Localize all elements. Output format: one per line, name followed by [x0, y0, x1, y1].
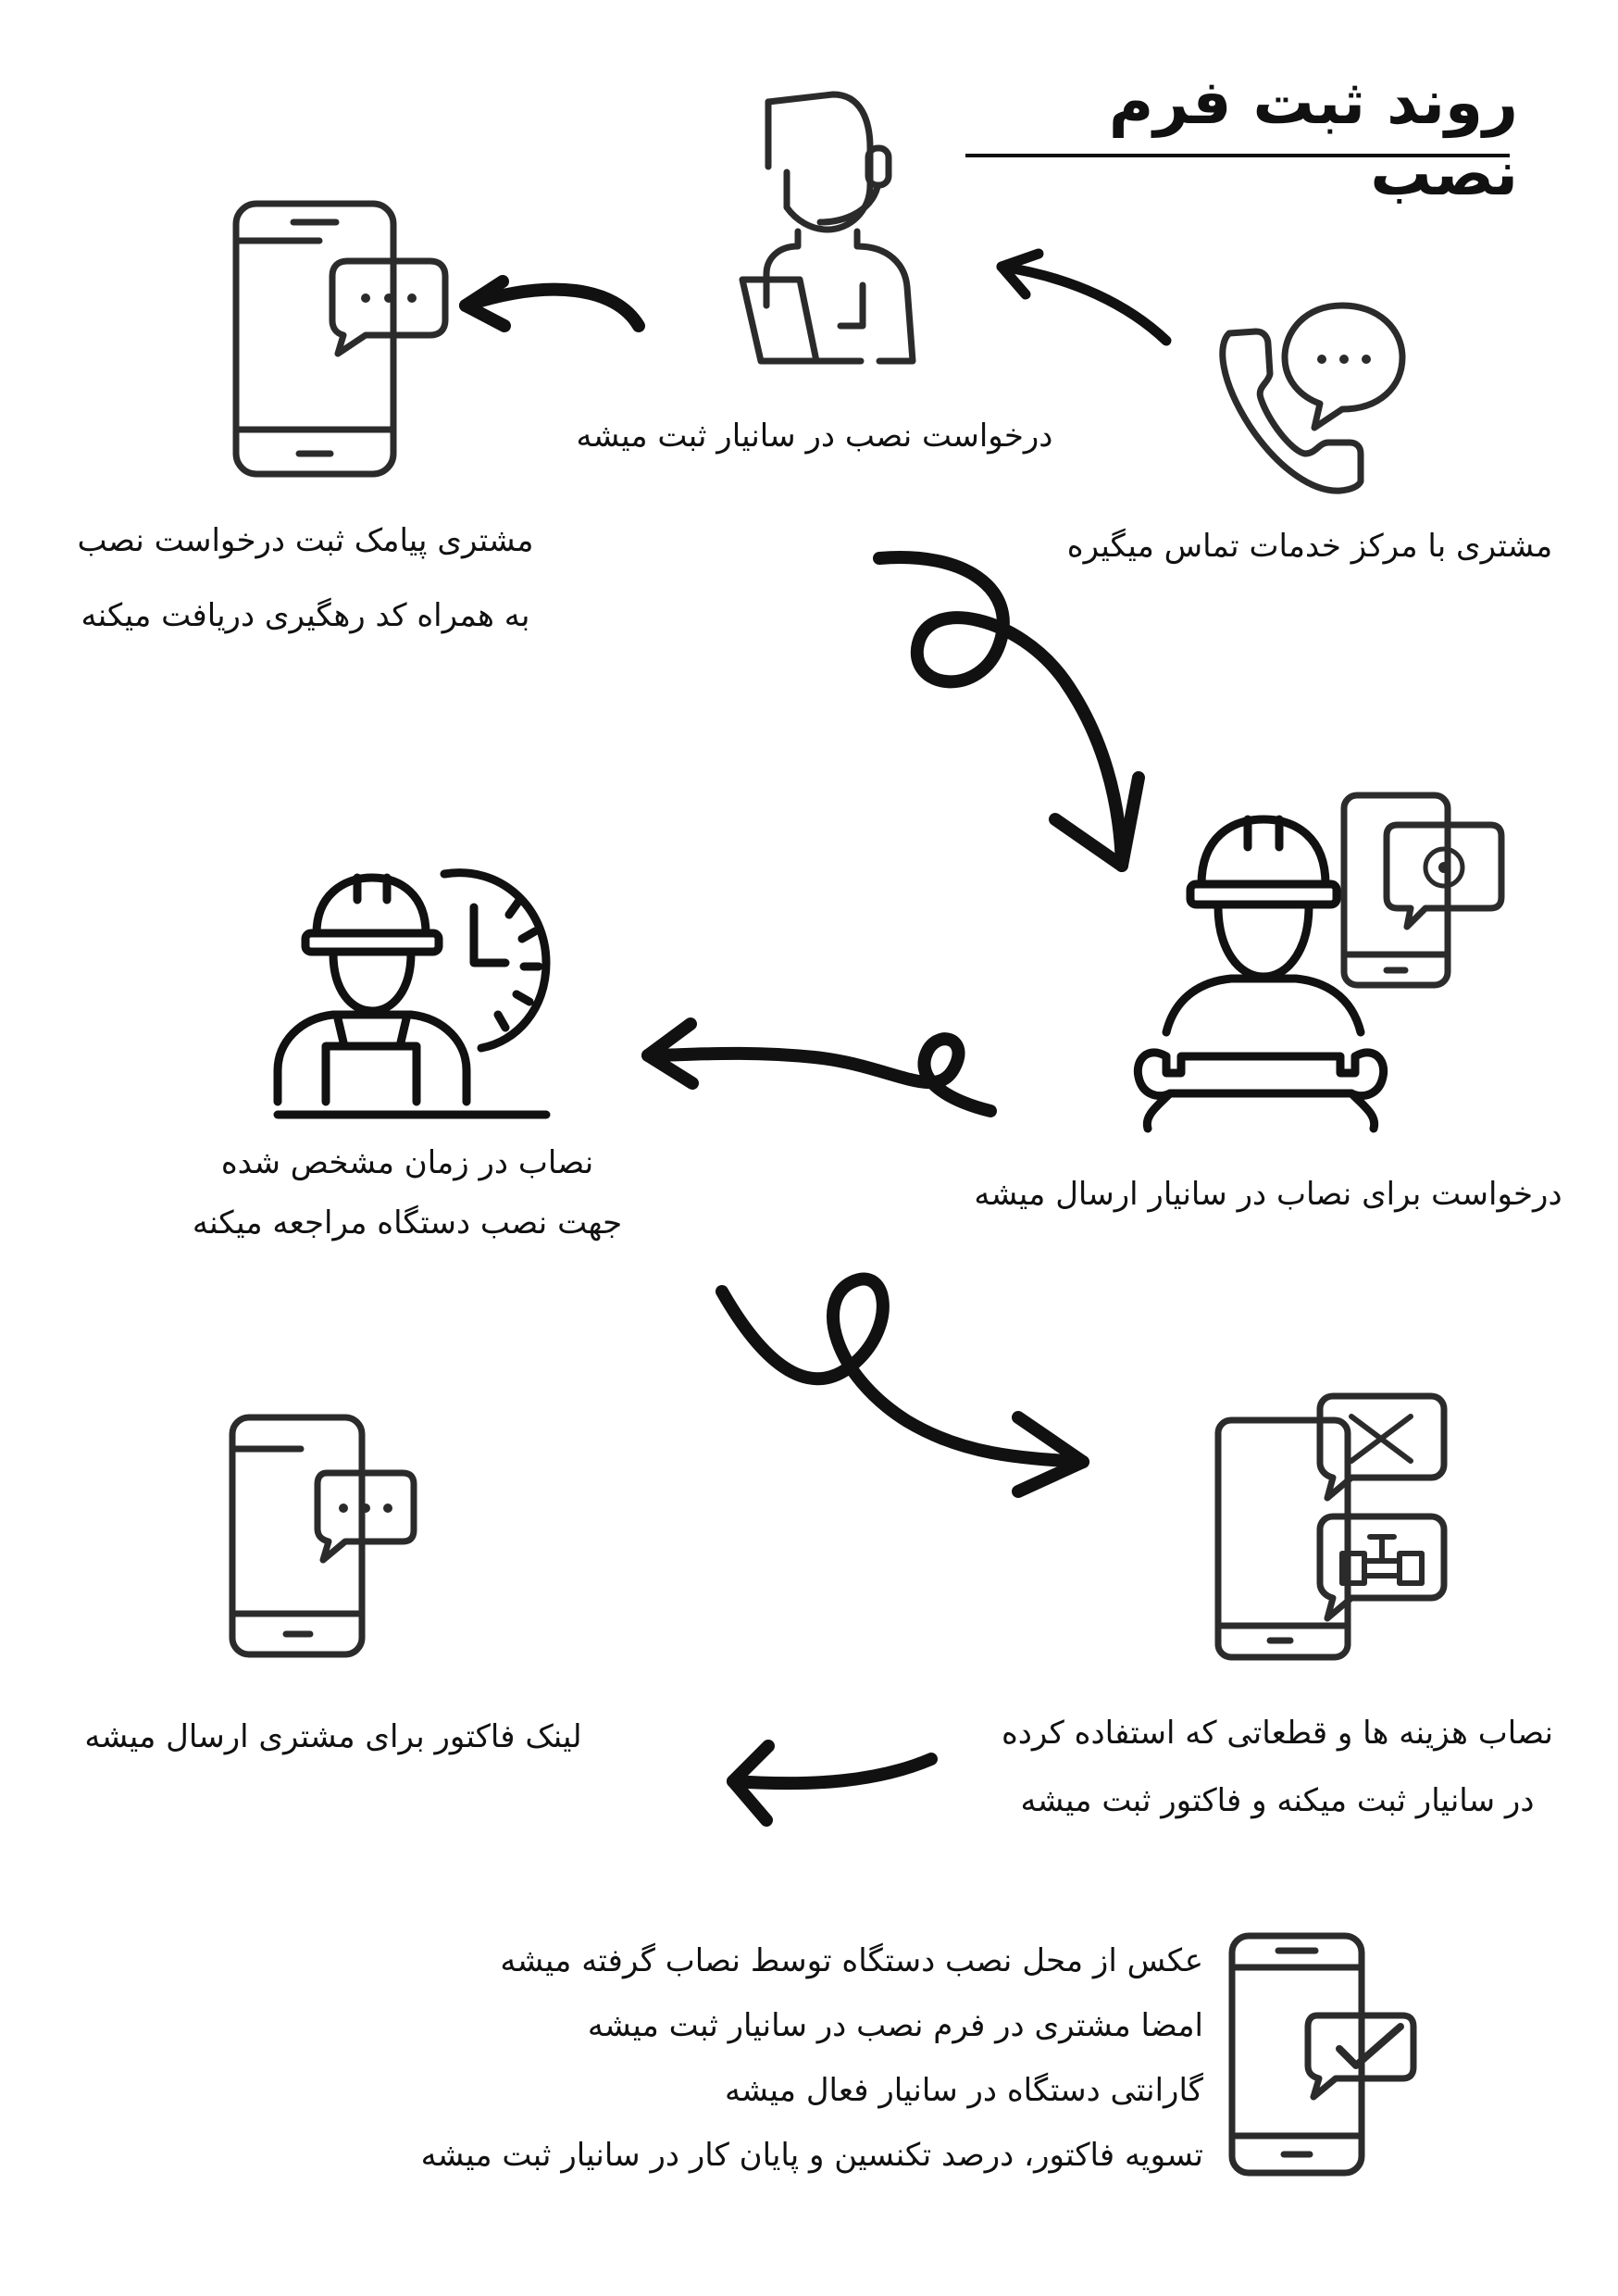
support-agent-icon [739, 91, 916, 365]
step-request-registered-text: درخواست نصب در سانیار ثبت میشه [576, 418, 1053, 455]
page-title: روند ثبت فرم نصب [1108, 67, 1518, 209]
step-send-to-installer-text: درخواست برای نصاب در سانیار ارسال میشه [974, 1176, 1562, 1213]
step-call-center-text: مشتری با مرکز خدمات تماس میگیره [1066, 528, 1553, 565]
mobile-tools-icon [1214, 1392, 1448, 1661]
arrow-to-invoice [727, 1740, 938, 1827]
step-sms-line2: به همراه کد رهگیری دریافت میکنه [81, 597, 530, 634]
step-installer-line1: نصاب در زمان مشخص شده [220, 1144, 594, 1181]
step-sms-line1: مشتری پیامک ثبت درخواست نصب [77, 522, 534, 559]
loop-arrow-right [716, 1272, 1089, 1498]
technician-mobile-icon [1133, 792, 1505, 1133]
technician-clock-icon [273, 868, 551, 1119]
step-installer-line2: جهت نصب دستگاه مراجعه میکنه [192, 1204, 623, 1242]
arrow-to-agent [996, 248, 1172, 346]
mobile-message-icon [232, 200, 449, 478]
phone-chat-icon [1219, 302, 1406, 494]
final-item-4: تسویه فاکتور، درصد تکنسین و پایان کار در… [420, 2137, 1203, 2174]
step-costs-line2: در سانیار ثبت میکنه و فاکتور ثبت میشه [1020, 1782, 1535, 1819]
step-invoice-link-text: لینک فاکتور برای مشتری ارسال میشه [84, 1718, 582, 1755]
mobile-check-icon [1228, 1932, 1417, 2177]
final-item-1: عکس از محل نصب دستگاه توسط نصاب گرفته می… [500, 1942, 1203, 1979]
step-costs-line1: نصاب هزینه ها و قطعاتی که استفاده کرده [1001, 1715, 1554, 1752]
mobile-message-icon-2 [229, 1414, 417, 1658]
title-underline [965, 154, 1510, 157]
loop-arrow-down [873, 551, 1145, 872]
final-item-3: گارانتی دستگاه در سانیار فعال میشه [724, 2072, 1203, 2109]
arrow-to-mobile [459, 275, 645, 332]
arrow-to-installer [641, 1017, 997, 1117]
final-item-2: امضا مشتری در فرم نصب در سانیار ثبت میشه [587, 2007, 1203, 2044]
